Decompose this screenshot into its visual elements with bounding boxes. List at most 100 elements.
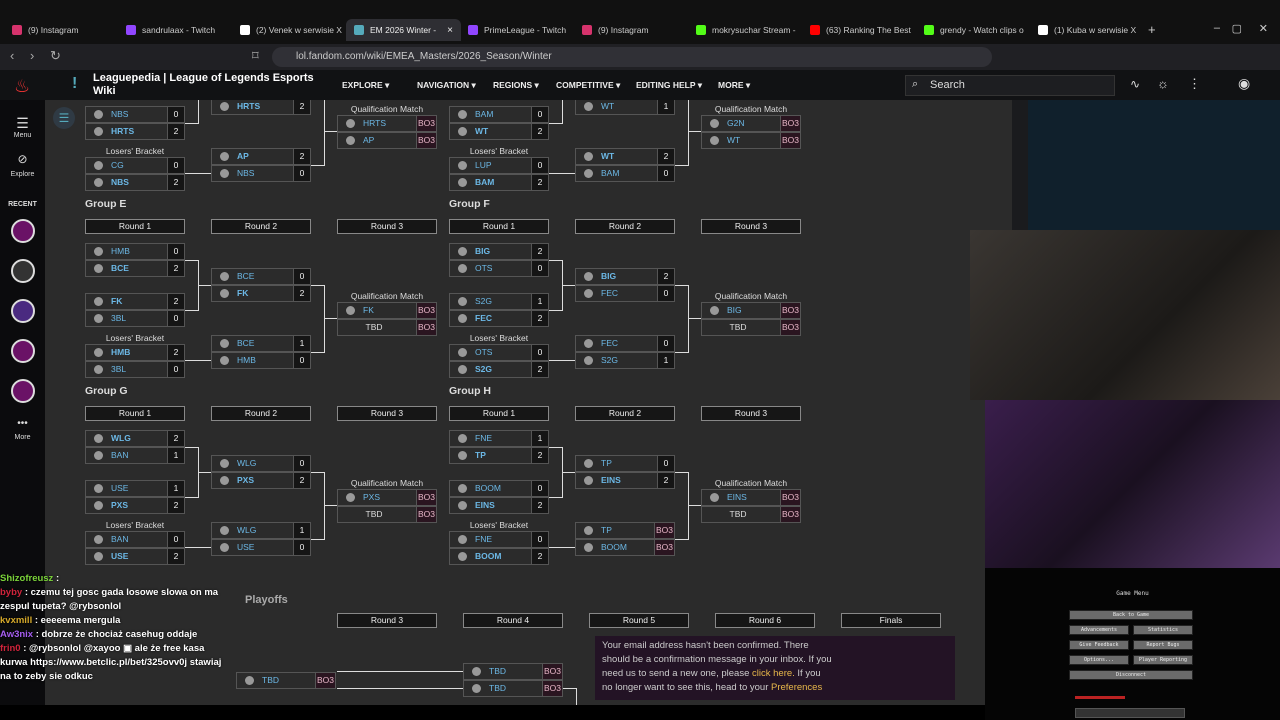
game-menu-button[interactable]: Give Feedback (1069, 640, 1129, 650)
minimize-button[interactable]: – (1213, 22, 1220, 34)
game-menu-button[interactable]: Back to Game (1069, 610, 1193, 620)
bookmark-icon[interactable]: ⌑ (252, 48, 259, 63)
leaguepedia-logo-icon[interactable]: ! (72, 75, 78, 92)
game-menu-button[interactable]: Disconnect (1069, 670, 1193, 680)
browser-tab[interactable]: (2) Venek w serwisie X (232, 19, 347, 41)
theme-icon[interactable]: ☼ (1157, 76, 1169, 91)
menu-label[interactable]: Menu (13, 132, 32, 139)
nav-menu-item[interactable]: EXPLORE ▾ (342, 80, 390, 90)
wiki-title[interactable]: Leaguepedia | League of Legends Esports … (93, 72, 314, 97)
new-tab-button[interactable]: + (1148, 22, 1156, 37)
browser-tab[interactable]: (63) Ranking The Best (802, 19, 917, 41)
click-here-link[interactable]: click here. (752, 668, 795, 679)
nav-menu-item[interactable]: NAVIGATION ▾ (417, 80, 476, 90)
game-menu-button[interactable]: Options... (1069, 655, 1129, 665)
more-icon[interactable]: ⋮ (1188, 76, 1201, 91)
nav-menu-item[interactable]: MORE ▾ (718, 80, 751, 90)
explore-label[interactable]: Explore (10, 171, 35, 178)
more-dots-icon[interactable]: ••• (17, 418, 28, 429)
preferences-link[interactable]: Preferences (771, 682, 823, 693)
chat-username[interactable]: frin0 (0, 643, 21, 654)
chat-username[interactable]: kvxmill (0, 615, 33, 626)
browser-tab[interactable]: PrimeLeague - Twitch (460, 19, 575, 41)
table-of-contents-icon[interactable]: ☰ (53, 107, 75, 129)
fandom-logo-icon[interactable]: ♨ (14, 76, 31, 96)
nav-menu-item[interactable]: EDITING HELP ▾ (636, 80, 702, 90)
browser-tab[interactable]: grendy - Watch clips o (916, 19, 1031, 41)
nav-menu-item[interactable]: COMPETITIVE ▾ (556, 80, 621, 90)
activity-icon[interactable]: ∿ (1130, 77, 1141, 91)
recent-wiki-avatar[interactable] (11, 259, 35, 283)
maximize-button[interactable]: ▢ (1231, 23, 1242, 35)
chat-username[interactable]: Shizofreusz (0, 573, 54, 584)
close-tab-icon[interactable]: × (447, 24, 453, 36)
game-menu-button[interactable]: Advancements (1069, 625, 1129, 635)
browser-tab[interactable]: (9) Instagram (574, 19, 689, 41)
search-input[interactable]: ⌕Search (905, 75, 1115, 96)
game-menu-button[interactable]: Statistics (1133, 625, 1193, 635)
url-field[interactable]: lol.fandom.com/wiki/EMEA_Masters/2026_Se… (272, 47, 992, 67)
browser-tab[interactable]: EM 2026 Winter -× (346, 19, 461, 41)
menu-icon[interactable]: ☰ (16, 115, 29, 131)
chat-username[interactable]: Aw3nix (0, 629, 34, 640)
game-menu-button[interactable]: Report Bugs (1133, 640, 1193, 650)
back-icon[interactable]: ‹ (10, 48, 15, 63)
browser-tab[interactable]: sandrulaax - Twitch (118, 19, 233, 41)
explore-icon[interactable]: ⊘ (17, 152, 28, 166)
close-window-button[interactable]: ✕ (1258, 23, 1268, 35)
nav-menu-item[interactable]: REGIONS ▾ (493, 80, 539, 90)
